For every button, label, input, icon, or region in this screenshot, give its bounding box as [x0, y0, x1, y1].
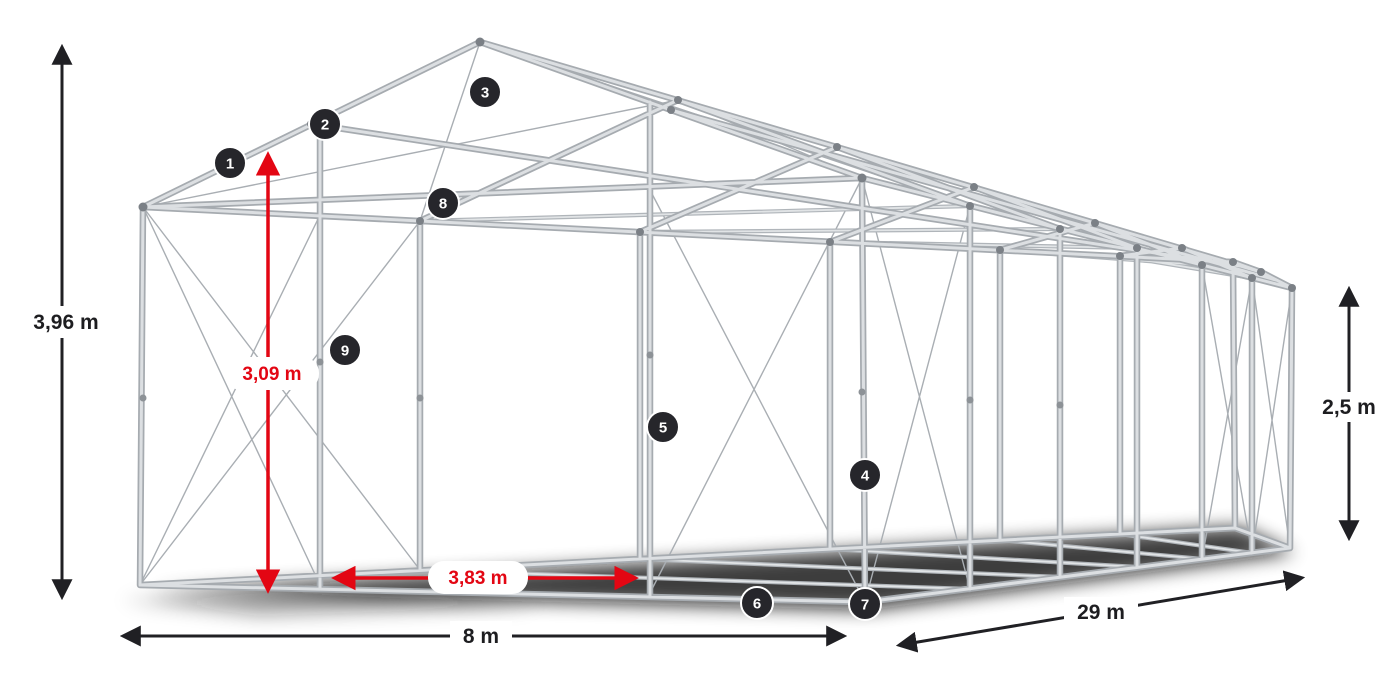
part-marker-1-number: 1 [226, 156, 234, 173]
part-marker-5[interactable]: 5 [646, 410, 680, 444]
part-marker-9[interactable]: 9 [328, 333, 362, 367]
dimension-ridge-height: 3,96 m [22, 43, 110, 601]
side-height-label-bg [1312, 392, 1386, 422]
ridge-height-label: 3,96 m [33, 311, 98, 334]
inner-height-label: 3,09 m [242, 364, 301, 385]
part-marker-6[interactable]: 6 [740, 586, 774, 620]
ridge-height-label-bg [22, 306, 110, 338]
inner-width-label: 3,83 m [448, 568, 507, 589]
dimension-width: 8 m [119, 621, 848, 651]
part-marker-8[interactable]: 8 [426, 186, 460, 220]
part-marker-2-number: 2 [321, 117, 329, 134]
inner-width-label-bg [428, 561, 528, 594]
dimension-inner-height: 3,09 m [225, 151, 319, 594]
part-marker-7-number: 7 [861, 597, 869, 614]
part-marker-3[interactable]: 3 [468, 75, 502, 109]
frame-connectors [138, 37, 1296, 409]
part-marker-1[interactable]: 1 [213, 146, 247, 180]
dimension-inner-width: 3,83 m [331, 561, 639, 594]
part-marker-8-number: 8 [439, 196, 447, 213]
dimension-side-height: 2,5 m [1312, 285, 1386, 542]
width-label-bg [450, 621, 512, 651]
part-marker-7[interactable]: 7 [848, 587, 882, 621]
part-marker-2[interactable]: 2 [308, 107, 342, 141]
part-marker-4[interactable]: 4 [848, 458, 882, 492]
part-marker-6-number: 6 [753, 596, 761, 613]
width-label: 8 m [463, 625, 499, 648]
part-marker-5-number: 5 [659, 420, 667, 437]
part-marker-3-number: 3 [481, 85, 489, 102]
length-label-bg [1064, 597, 1138, 627]
inner-height-label-bg [225, 357, 319, 390]
side-height-label: 2,5 m [1322, 396, 1376, 419]
length-label: 29 m [1077, 601, 1125, 624]
dimension-length: 29 m [895, 570, 1306, 653]
part-marker-4-number: 4 [861, 468, 870, 485]
part-marker-9-number: 9 [341, 343, 349, 360]
